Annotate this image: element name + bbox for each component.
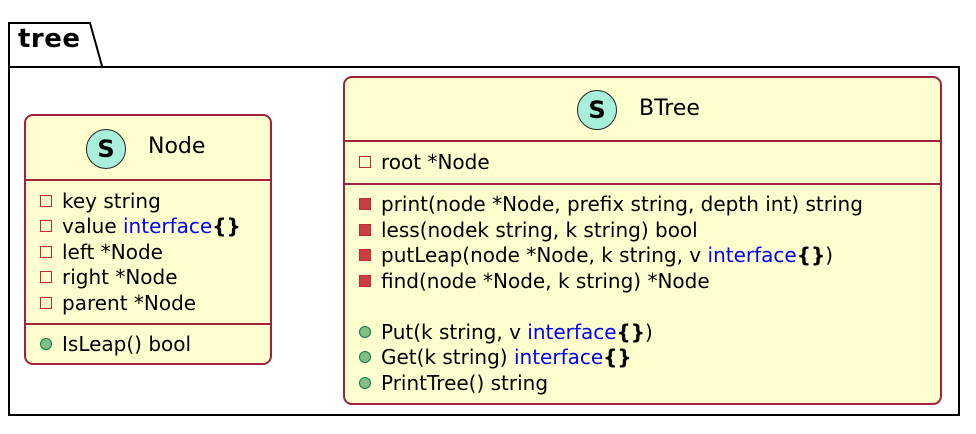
class-divider xyxy=(345,183,940,185)
method-row: PrintTree() string xyxy=(359,371,548,395)
private-method-icon xyxy=(359,223,371,236)
class-name: BTree xyxy=(639,96,700,121)
package-tab-outline xyxy=(8,22,103,67)
private-field-icon xyxy=(40,194,52,207)
package-tab: tree xyxy=(8,22,103,67)
private-field-icon xyxy=(40,296,52,309)
struct-icon: S xyxy=(577,90,617,130)
method-row: Get(k string) interface{} xyxy=(359,345,632,369)
private-method-icon xyxy=(359,274,371,287)
field-row: right *Node xyxy=(40,265,178,289)
method-row: Put(k string, v interface{}) xyxy=(359,320,653,344)
method-row: less(nodek string, k string) bool xyxy=(359,218,698,242)
field-row: parent *Node xyxy=(40,291,196,315)
class-btree[interactable]: S BTree root *Node print(node *Node, pre… xyxy=(343,76,942,405)
class-divider xyxy=(345,140,940,142)
private-field-icon xyxy=(40,219,52,232)
field-row: key string xyxy=(40,189,161,213)
method-row: print(node *Node, prefix string, depth i… xyxy=(359,192,863,216)
class-node[interactable]: S Node key string value interface{} left… xyxy=(24,114,272,365)
public-method-icon xyxy=(359,376,371,389)
class-name: Node xyxy=(148,134,206,159)
private-field-icon xyxy=(40,270,52,283)
public-method-icon xyxy=(359,350,371,363)
private-method-icon xyxy=(359,197,371,210)
class-divider xyxy=(26,179,270,181)
private-method-icon xyxy=(359,248,371,261)
struct-icon: S xyxy=(86,129,126,169)
private-field-icon xyxy=(40,245,52,258)
public-method-icon xyxy=(359,325,371,338)
method-row: IsLeap() bool xyxy=(40,332,191,356)
class-divider xyxy=(26,323,270,325)
package-name: tree xyxy=(18,24,81,54)
method-row: find(node *Node, k string) *Node xyxy=(359,269,710,293)
method-row: putLeap(node *Node, k string, v interfac… xyxy=(359,243,833,267)
field-row: value interface{} xyxy=(40,214,241,238)
field-row: left *Node xyxy=(40,240,163,264)
private-field-icon xyxy=(359,155,371,168)
public-method-icon xyxy=(40,337,52,350)
field-row: root *Node xyxy=(359,150,490,174)
